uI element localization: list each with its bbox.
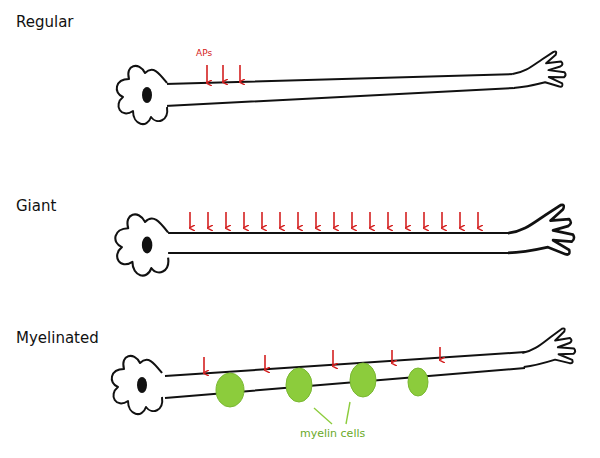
leader-lines — [314, 402, 350, 424]
ap-label: APs — [196, 49, 212, 59]
ap-arrows — [207, 65, 240, 83]
myelin-label: myelin cells — [300, 428, 365, 440]
ap-arrows — [204, 347, 440, 373]
ap-arrows — [190, 212, 478, 228]
myelin-cells — [216, 363, 428, 407]
panel-title: Myelinated — [16, 330, 99, 347]
panel-title: Regular — [16, 14, 74, 31]
myelinated-neuron — [112, 327, 577, 414]
panel-title: Giant — [16, 198, 56, 215]
giant-neuron — [115, 205, 574, 276]
regular-neuron — [117, 51, 566, 124]
